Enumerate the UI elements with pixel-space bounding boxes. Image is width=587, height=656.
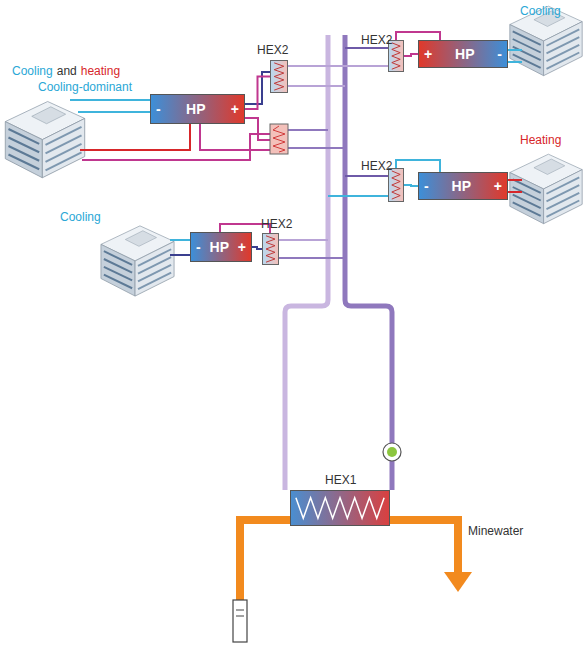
drawing-part	[328, 195, 388, 197]
drawing-part	[279, 257, 345, 259]
drawing-part	[279, 239, 328, 241]
building	[101, 226, 174, 296]
drawing-part	[170, 239, 190, 241]
annotation-label: Cooling	[520, 4, 561, 18]
coil-symbol	[263, 234, 278, 264]
annotation-label: Cooling-dominant	[38, 80, 132, 94]
polarity-sign: -	[424, 178, 429, 194]
supply-riser	[285, 35, 328, 490]
drawing-part	[236, 610, 244, 611]
minewater-pipe	[240, 520, 290, 600]
drawing-part	[508, 179, 522, 181]
polarity-sign: +	[424, 46, 432, 62]
drawing-part	[288, 147, 345, 149]
drawing-part	[273, 126, 285, 152]
heat-exchanger-box: HEX2	[270, 60, 288, 93]
coil-line	[274, 63, 284, 90]
drawing-part	[328, 65, 388, 67]
heat-pump-label: HP	[452, 178, 471, 194]
pump-symbol	[383, 443, 401, 461]
drawing-part	[288, 85, 345, 87]
annotation-label: Minewater	[468, 524, 523, 538]
building	[510, 154, 582, 223]
pipes	[170, 224, 345, 258]
drawing-part	[508, 49, 522, 51]
drawing-part	[288, 65, 328, 67]
heat-exchanger-box: HEX2	[388, 40, 404, 72]
exchanger-label: HEX2	[361, 33, 392, 47]
heat-pump-label: HP	[210, 239, 229, 255]
heat-exchanger-box: HEX1	[290, 490, 390, 526]
well-symbol	[233, 600, 247, 642]
polarity-sign: -	[196, 239, 201, 255]
heat-pump-label: HP	[186, 101, 205, 117]
pipe-connector	[252, 247, 262, 249]
coil-line	[266, 236, 275, 262]
drawing-part	[270, 124, 288, 154]
drawing-part	[383, 443, 401, 461]
polarity-sign: +	[231, 101, 239, 117]
coil-symbol	[271, 61, 287, 92]
drawing-part	[70, 99, 150, 101]
drawing-part	[508, 61, 522, 63]
label-row: Cooling and heating	[12, 64, 120, 78]
coil-symbol	[291, 491, 389, 525]
drawing-part	[345, 175, 388, 177]
pipe-connector	[404, 54, 418, 56]
coil-line	[296, 498, 384, 518]
annotation-label: Cooling	[12, 64, 53, 78]
exchanger-label: HEX2	[361, 159, 392, 173]
drawing-part	[170, 254, 190, 256]
pipe-connector	[245, 77, 270, 110]
heat-exchanger-box: HEX2	[262, 233, 279, 265]
polarity-sign: +	[494, 178, 502, 194]
drawing-part	[396, 32, 440, 40]
minewater-pipe	[390, 520, 458, 574]
heat-pump-label: HP	[455, 46, 474, 62]
drawing-part	[80, 124, 190, 150]
drawing-part	[345, 47, 388, 49]
coil-line	[392, 171, 400, 199]
heat-exchanger-box: HEX2	[388, 168, 404, 202]
polarity-sign: +	[238, 239, 246, 255]
drawing-part	[200, 124, 270, 150]
exchanger-label: HEX1	[325, 473, 356, 487]
heat-exchanger	[270, 124, 288, 154]
heat-pump-box: - HP +	[150, 94, 245, 124]
polarity-sign: -	[156, 101, 161, 117]
exchanger-label: HEX2	[261, 217, 292, 231]
polarity-sign: -	[497, 46, 502, 62]
drawing-part	[288, 129, 328, 131]
drawing-part	[508, 191, 522, 193]
drawing-part	[78, 111, 150, 113]
coil-line	[392, 43, 400, 69]
heat-pump-box: - HP +	[418, 172, 508, 200]
heat-pump-box: -HP +	[190, 232, 252, 262]
annotation-label: heating	[81, 64, 120, 78]
annotation-label: Cooling	[60, 210, 101, 224]
return-riser	[345, 35, 392, 490]
coil-symbol	[389, 169, 403, 201]
drawing-part	[245, 118, 270, 140]
pipe-connector	[404, 185, 418, 186]
drawing-part	[236, 616, 244, 617]
drawing-part	[82, 134, 270, 160]
flow-arrow	[444, 572, 472, 592]
drawing-part	[233, 600, 247, 642]
exchanger-label: HEX2	[257, 43, 288, 57]
drawing-part	[387, 447, 397, 457]
building	[5, 102, 84, 178]
annotation-label: and	[57, 64, 77, 78]
annotation-label: Heating	[520, 133, 561, 147]
heat-pump-box: + HP -	[418, 40, 508, 68]
